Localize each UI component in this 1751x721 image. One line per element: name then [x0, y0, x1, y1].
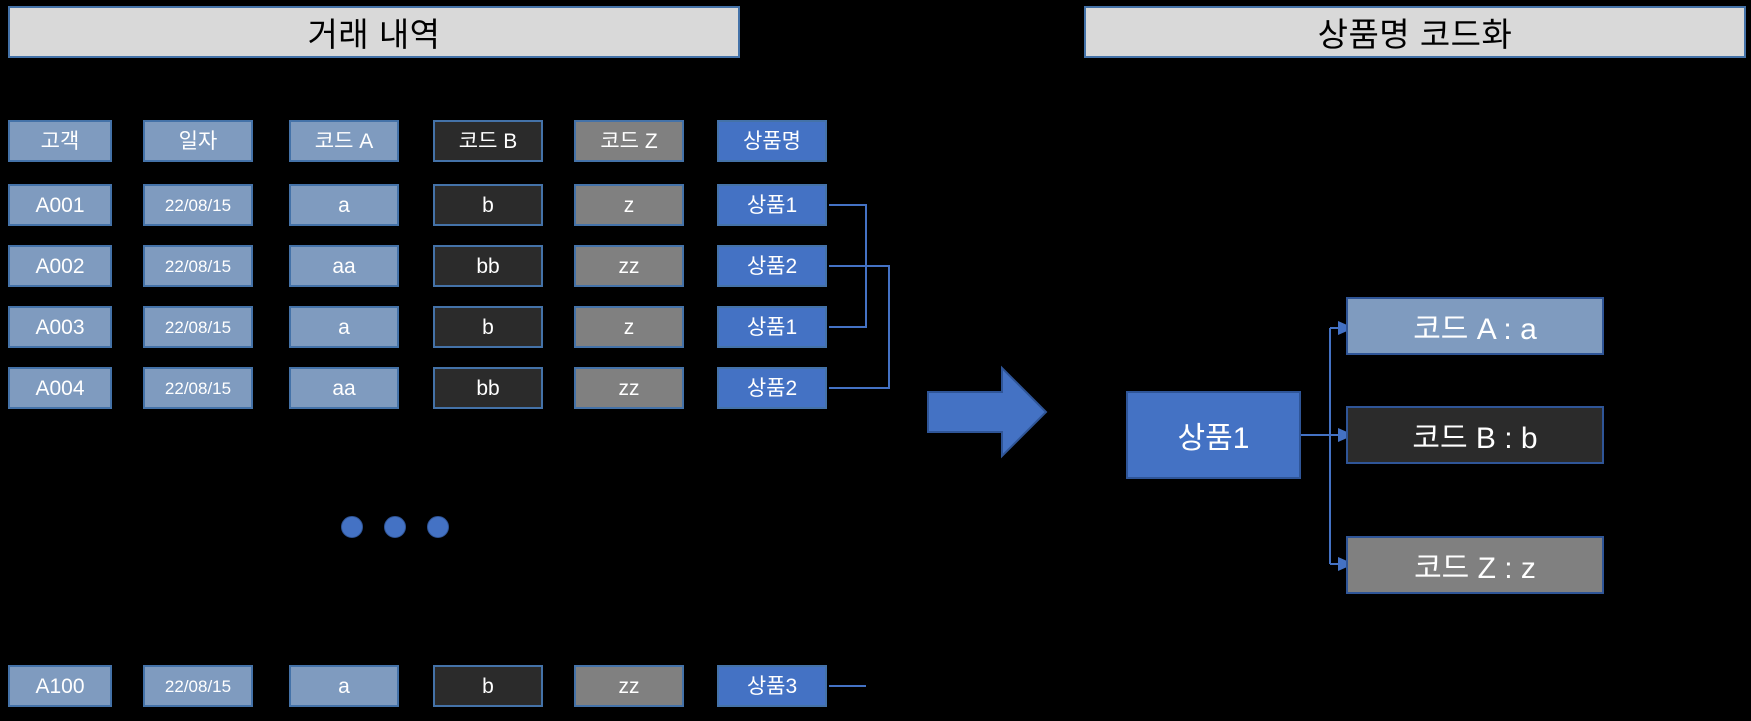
table-cell-code-a: aa — [289, 367, 399, 409]
column-header-code-b: 코드 B — [433, 120, 543, 162]
mapping-source-node: 상품1 — [1126, 391, 1301, 479]
right-arrow-icon — [927, 365, 1048, 459]
table-cell-code-z: z — [574, 306, 684, 348]
table-cell-code-b: b — [433, 306, 543, 348]
table-cell-code-z: zz — [574, 665, 684, 707]
mapping-target-code-b: 코드 B : b — [1346, 406, 1604, 464]
column-header-code-a: 코드 A — [289, 120, 399, 162]
mapping-tree-connectors — [1300, 327, 1338, 565]
table-cell-customer: A003 — [8, 306, 112, 348]
table-cell-customer: A002 — [8, 245, 112, 287]
table-cell-code-z: zz — [574, 245, 684, 287]
table-cell-product: 상품2 — [717, 245, 827, 287]
section-title-product-coding: 상품명 코드화 — [1084, 6, 1746, 58]
table-cell-code-a: a — [289, 306, 399, 348]
table-cell-product: 상품1 — [717, 184, 827, 226]
table-cell-code-a: aa — [289, 245, 399, 287]
column-header-customer: 고객 — [8, 120, 112, 162]
table-cell-customer: A004 — [8, 367, 112, 409]
table-cell-customer: A100 — [8, 665, 112, 707]
table-cell-product: 상품2 — [717, 367, 827, 409]
table-cell-code-a: a — [289, 665, 399, 707]
mapping-target-code-z: 코드 Z : z — [1346, 536, 1604, 594]
column-header-code-z: 코드 Z — [574, 120, 684, 162]
ellipsis-dot — [384, 516, 406, 538]
table-cell-date: 22/08/15 — [143, 367, 253, 409]
table-cell-code-b: b — [433, 184, 543, 226]
table-cell-code-a: a — [289, 184, 399, 226]
ellipsis-dot — [341, 516, 363, 538]
table-cell-code-b: b — [433, 665, 543, 707]
product-grouping-connectors — [829, 204, 890, 687]
table-cell-code-b: bb — [433, 245, 543, 287]
table-cell-code-z: zz — [574, 367, 684, 409]
table-cell-date: 22/08/15 — [143, 245, 253, 287]
table-cell-customer: A001 — [8, 184, 112, 226]
column-header-date: 일자 — [143, 120, 253, 162]
ellipsis-dot — [427, 516, 449, 538]
table-cell-date: 22/08/15 — [143, 665, 253, 707]
column-header-product-name: 상품명 — [717, 120, 827, 162]
table-cell-date: 22/08/15 — [143, 184, 253, 226]
table-cell-code-b: bb — [433, 367, 543, 409]
section-title-transactions: 거래 내역 — [8, 6, 740, 58]
table-cell-product: 상품1 — [717, 306, 827, 348]
table-cell-date: 22/08/15 — [143, 306, 253, 348]
table-cell-product: 상품3 — [717, 665, 827, 707]
mapping-target-code-a: 코드 A : a — [1346, 297, 1604, 355]
table-cell-code-z: z — [574, 184, 684, 226]
